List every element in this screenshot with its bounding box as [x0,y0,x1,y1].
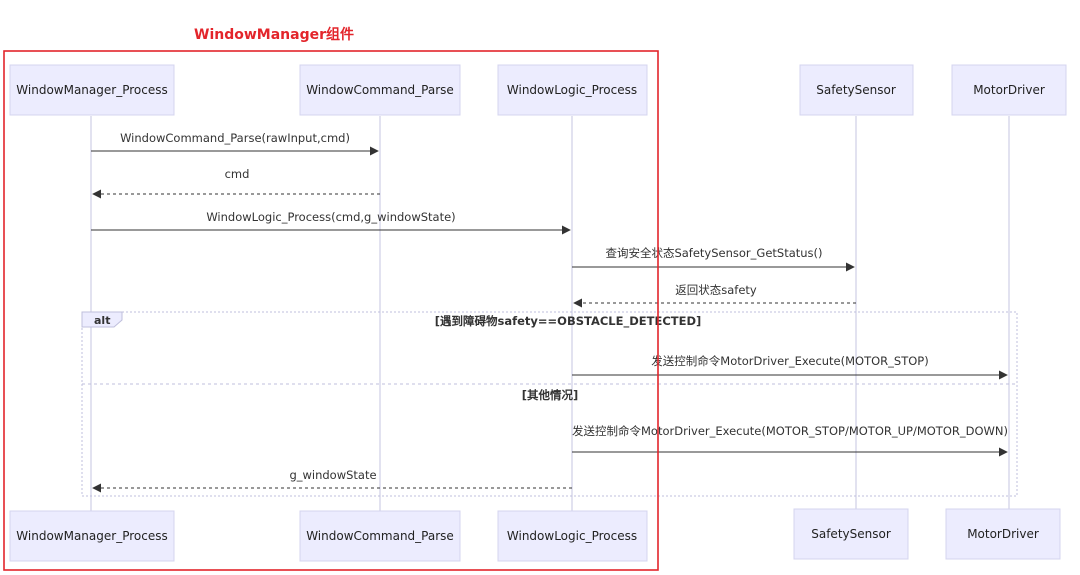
message-label-5: 返回状态safety [675,283,757,297]
message-label-8: g_windowState [289,468,376,482]
message-label-1: WindowCommand_Parse(rawInput,cmd) [120,131,350,145]
participant-label: WindowLogic_Process [507,83,637,97]
lifelines [90,116,1010,511]
alt-condition: [遇到障碍物safety==OBSTACLE_DETECTED] [435,314,702,329]
message-label-2: cmd [225,167,250,181]
component-group-box [3,50,659,571]
participant-windowmanager-process-bottom[interactable]: WindowManager_Process [9,510,175,562]
participant-label: WindowLogic_Process [507,529,637,543]
participant-windowcommand-parse-top[interactable]: WindowCommand_Parse [299,64,461,116]
participant-windowlogic-process-bottom[interactable]: WindowLogic_Process [497,510,648,562]
alt-fragment-box [81,311,1018,497]
message-label-7: 发送控制命令MotorDriver_Execute(MOTOR_STOP/MOT… [572,424,1008,438]
participants-bottom: WindowManager_Process WindowCommand_Pars… [9,508,1061,562]
alt-else-condition: [其他情况] [522,388,579,402]
component-group-title: WindowManager组件 [194,26,354,43]
participant-label: WindowCommand_Parse [306,529,454,543]
participant-label: SafetySensor [811,527,891,541]
alt-keyword: alt [94,314,110,327]
participant-label: WindowManager_Process [16,83,167,97]
participant-motordriver-top[interactable]: MotorDriver [951,64,1067,116]
alt-fragment: alt [遇到障碍物safety==OBSTACLE_DETECTED] [其他… [81,311,1018,497]
participant-windowlogic-process-top[interactable]: WindowLogic_Process [497,64,648,116]
message-label-4: 查询安全状态SafetySensor_GetStatus() [605,246,822,260]
component-group: WindowManager组件 [3,26,659,571]
participant-label: WindowManager_Process [16,529,167,543]
participant-label: MotorDriver [967,527,1039,541]
participants-top: WindowManager_Process WindowCommand_Pars… [9,64,1067,116]
participant-label: WindowCommand_Parse [306,83,454,97]
message-label-6: 发送控制命令MotorDriver_Execute(MOTOR_STOP) [651,354,928,368]
participant-safetysensor-top[interactable]: SafetySensor [799,64,914,116]
message-label-3: WindowLogic_Process(cmd,g_windowState) [206,210,455,224]
participant-safetysensor-bottom[interactable]: SafetySensor [793,508,909,560]
participant-label: MotorDriver [973,83,1045,97]
alt-tab [81,311,123,328]
participant-label: SafetySensor [816,83,896,97]
participant-motordriver-bottom[interactable]: MotorDriver [945,508,1061,560]
participant-windowcommand-parse-bottom[interactable]: WindowCommand_Parse [299,510,461,562]
participant-windowmanager-process-top[interactable]: WindowManager_Process [9,64,175,116]
messages: WindowCommand_Parse(rawInput,cmd) cmd Wi… [91,131,1008,493]
